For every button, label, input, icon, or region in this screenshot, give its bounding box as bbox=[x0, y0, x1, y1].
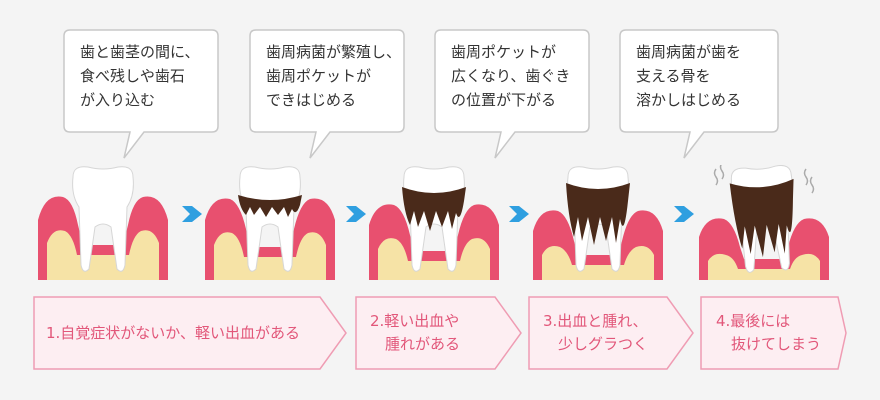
step-line: 4.最後には bbox=[716, 312, 791, 330]
step-line: 抜けてしまう bbox=[716, 335, 822, 353]
bubble-line: 歯周病菌が繁殖し、 bbox=[266, 43, 402, 61]
bone bbox=[708, 253, 820, 280]
step-2-label: 2.軽い出血や 腫れがある bbox=[370, 310, 460, 356]
speech-bubble-2: 歯周病菌が繁殖し、 歯周ポケットが できはじめる bbox=[248, 0, 406, 170]
step-line: 少しグラつく bbox=[543, 335, 649, 353]
bubble-line: 広くなり、歯ぐき bbox=[451, 67, 571, 85]
speech-bubble-1: 歯と歯茎の間に、 食べ残しや歯石 が入り込む bbox=[62, 0, 220, 170]
calculus bbox=[566, 183, 630, 245]
speech-bubble-shape bbox=[63, 29, 219, 159]
bubble-text: 歯周ポケットが 広くなり、歯ぐき の位置が下がる bbox=[451, 40, 570, 112]
step-1-label: 1.自覚症状がないか、軽い出血がある bbox=[46, 322, 300, 345]
bone bbox=[378, 238, 490, 280]
step-2-box bbox=[355, 296, 522, 370]
bubble-line: が入り込む bbox=[80, 91, 156, 109]
tooth-stage-2 bbox=[205, 166, 335, 280]
step-line: 3.出血と腫れ、 bbox=[543, 312, 648, 330]
calculus bbox=[238, 195, 302, 217]
step-line: 2.軽い出血や bbox=[370, 312, 460, 330]
calculus bbox=[402, 187, 466, 231]
speech-bubble-shape bbox=[619, 29, 779, 159]
step-4-box bbox=[700, 296, 847, 370]
speech-bubble-3: 歯周ポケットが 広くなり、歯ぐき の位置が下がる bbox=[433, 0, 591, 170]
shake-lines-icon bbox=[713, 165, 815, 194]
tooth-stage-5 bbox=[699, 165, 829, 280]
calculus bbox=[729, 178, 794, 258]
right-arrow-icon bbox=[178, 200, 206, 228]
step-line: 腫れがある bbox=[370, 335, 461, 353]
speech-bubble-shape bbox=[434, 29, 590, 159]
step-3-label: 3.出血と腫れ、 少しグラつく bbox=[543, 310, 648, 356]
step-4-label: 4.最後には 抜けてしまう bbox=[716, 310, 821, 356]
bubble-text: 歯周病菌が歯を 支える骨を 溶かしはじめる bbox=[636, 40, 741, 112]
bubble-text: 歯と歯茎の間に、 食べ残しや歯石 が入り込む bbox=[80, 40, 200, 112]
speech-bubble-shape bbox=[249, 29, 405, 159]
bubble-line: 食べ残しや歯石 bbox=[80, 67, 185, 85]
bone bbox=[542, 246, 654, 280]
bubble-line: 歯周ポケットが bbox=[266, 67, 372, 85]
step-3-box bbox=[528, 296, 694, 370]
bubble-line: の位置が下がる bbox=[451, 91, 557, 109]
right-arrow-icon bbox=[670, 200, 698, 228]
bone bbox=[47, 230, 159, 280]
step-labels bbox=[33, 296, 847, 370]
tooth-stage-1 bbox=[38, 166, 168, 280]
bubble-line: 歯周病菌が歯を bbox=[636, 43, 742, 61]
bubble-line: 溶かしはじめる bbox=[636, 91, 742, 109]
bubble-line: 歯と歯茎の間に、 bbox=[80, 43, 200, 61]
speech-bubble-4: 歯周病菌が歯を 支える骨を 溶かしはじめる bbox=[618, 0, 780, 170]
bubble-line: 支える骨を bbox=[636, 67, 711, 85]
right-arrow-icon bbox=[505, 200, 533, 228]
tooth-icon bbox=[239, 166, 301, 272]
bubble-text: 歯周病菌が繁殖し、 歯周ポケットが できはじめる bbox=[266, 40, 401, 112]
bubble-line: 歯周ポケットが bbox=[451, 43, 557, 61]
tooth-stage-3 bbox=[369, 166, 499, 280]
bone bbox=[214, 232, 326, 280]
tooth-stage-4 bbox=[533, 166, 663, 280]
step-1-box bbox=[33, 296, 347, 370]
bubble-line: できはじめる bbox=[266, 91, 357, 109]
step-line: 1.自覚症状がないか、軽い出血がある bbox=[46, 324, 301, 342]
tooth-icon bbox=[72, 166, 134, 272]
right-arrow-icon bbox=[342, 200, 370, 228]
